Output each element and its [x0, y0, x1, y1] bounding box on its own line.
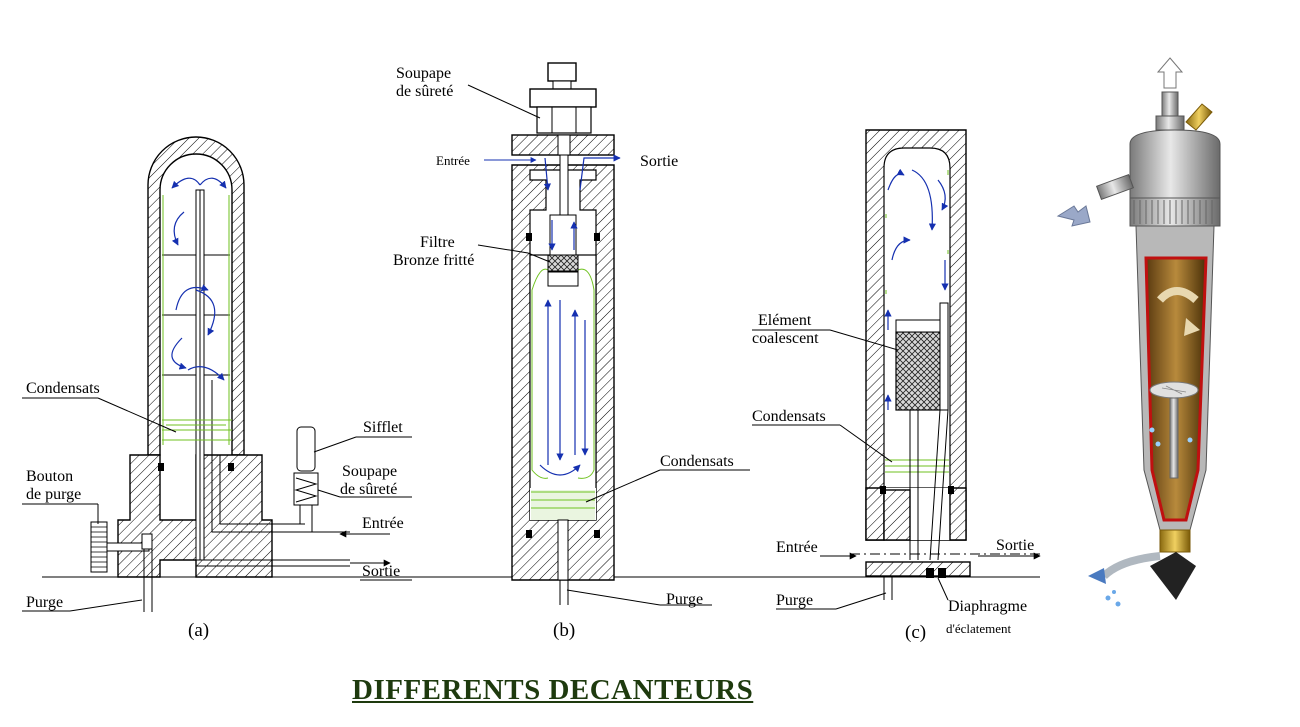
label-a-bouton-line2: de purge: [26, 486, 81, 503]
label-a-soupape-line1: Soupape: [342, 463, 397, 480]
label-a-sifflet: Sifflet: [363, 419, 403, 436]
page-title: DIFFERENTS DECANTEURS: [352, 674, 754, 706]
label-b-soupape-line2: de sûreté: [396, 83, 453, 100]
caption-a: (a): [188, 620, 209, 641]
coalescing-element: [895, 331, 941, 411]
label-c-diaphragme-line1: Diaphragme: [948, 598, 1027, 615]
caption-c: (c): [905, 622, 926, 643]
label-c-sortie: Sortie: [996, 537, 1034, 554]
figure-c: Elément coalescent Condensats Entrée Sor…: [752, 129, 1041, 643]
caption-b: (b): [553, 620, 575, 641]
vessel-a-wall: [147, 136, 245, 456]
label-a-condensats: Condensats: [26, 380, 100, 397]
figure-b: Soupape de sûreté Entrée Sortie Filtre B…: [393, 62, 750, 641]
label-b-purge: Purge: [666, 591, 703, 608]
label-b-filtre-line1: Filtre: [420, 234, 455, 251]
label-c-entree: Entrée: [776, 539, 818, 556]
label-c-diaphragme-line2: d'éclatement: [946, 621, 1012, 636]
figure-a: Condensats Bouton de purge Purge Sifflet…: [22, 136, 412, 641]
label-c-purge: Purge: [776, 592, 813, 609]
label-b-entree: Entrée: [436, 153, 470, 168]
cutaway-separator-illustration: [1056, 57, 1221, 607]
label-a-soupape-line2: de sûreté: [340, 481, 397, 498]
label-b-sortie: Sortie: [640, 153, 678, 170]
label-b-filtre-line2: Bronze fritté: [393, 252, 474, 269]
label-a-entree: Entrée: [362, 515, 404, 532]
label-a-sortie: Sortie: [362, 563, 400, 580]
label-c-condensats: Condensats: [752, 408, 826, 425]
label-c-element-line2: coalescent: [752, 330, 819, 347]
label-a-purge: Purge: [26, 594, 63, 611]
label-b-soupape-line1: Soupape: [396, 65, 451, 82]
label-c-element-line1: Elément: [758, 312, 812, 329]
label-b-condensats: Condensats: [660, 453, 734, 470]
label-a-bouton-line1: Bouton: [26, 468, 73, 485]
